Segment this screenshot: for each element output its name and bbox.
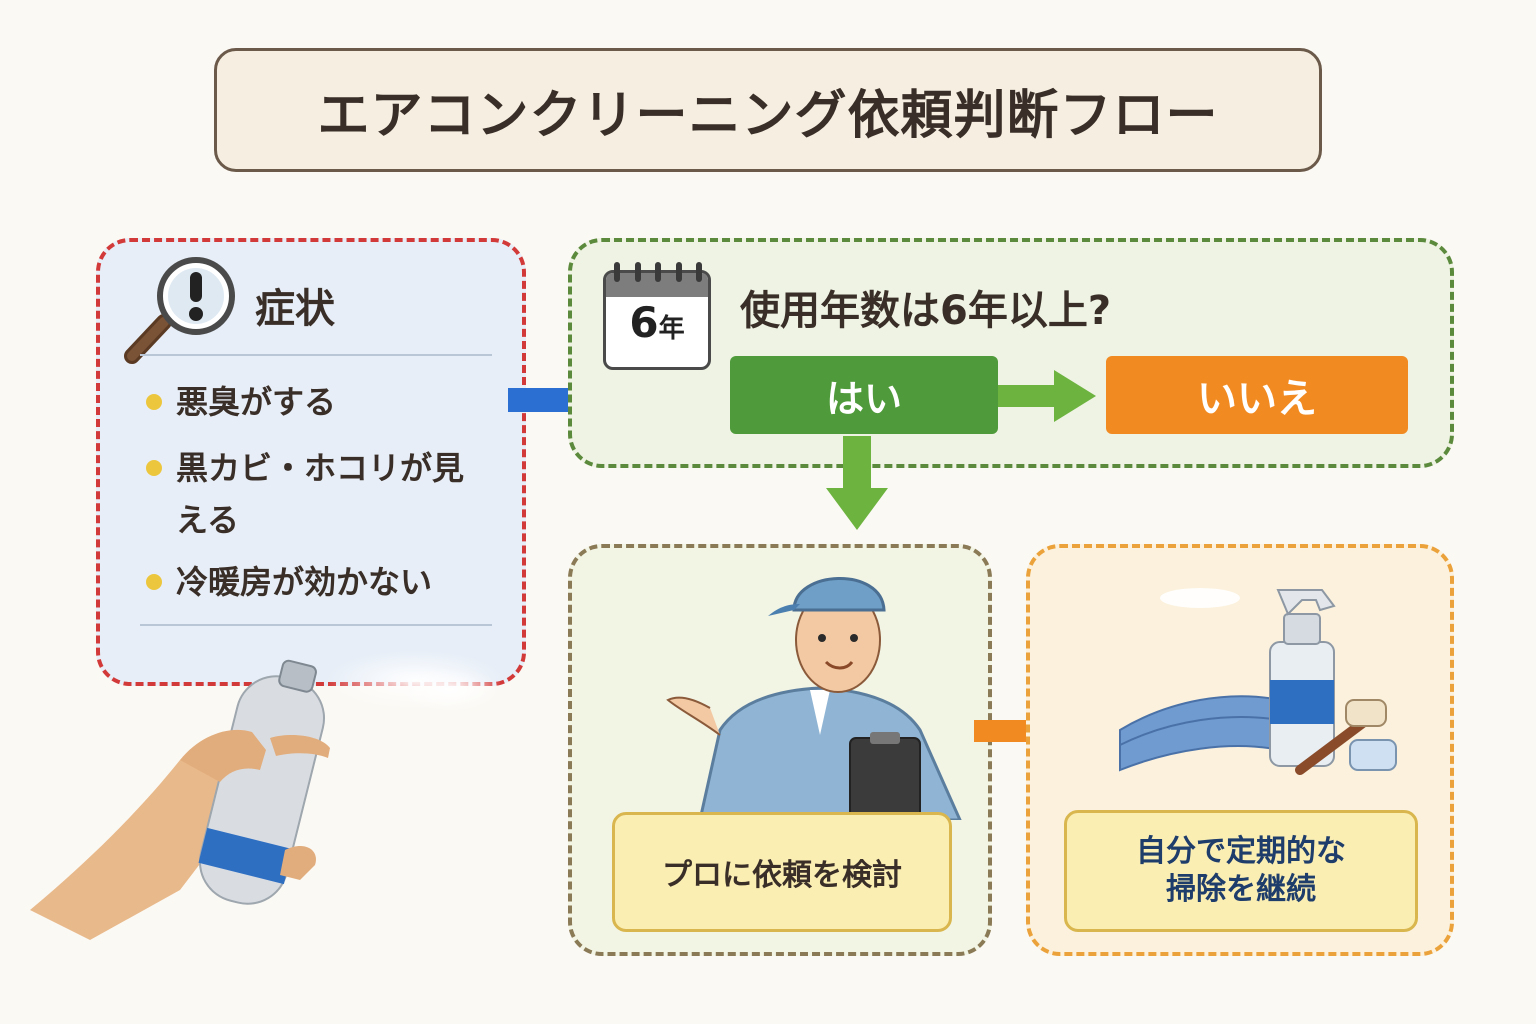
yes-label: はい [825, 376, 902, 421]
symptom-divider-top [140, 354, 492, 356]
no-button[interactable]: いいえ [1106, 356, 1408, 434]
no-label: いいえ [1197, 376, 1317, 422]
calendar-unit: 年 [658, 314, 685, 344]
symptom-item-mold: 黒カビ・ホコリが見える [176, 449, 465, 539]
yes-button[interactable]: はい [730, 356, 998, 434]
symptom-heading: 症状 [255, 286, 335, 332]
symptom-item-performance: 冷暖房が効かない [176, 563, 433, 601]
magnifier-exclamation-icon [124, 257, 235, 364]
spray-can-illustration [30, 650, 500, 940]
self-cleaning-text-line2: 掃除を継続 [1166, 872, 1316, 907]
cleaning-supplies-illustration [1119, 588, 1397, 775]
pro-result-text: プロに依頼を検討 [662, 858, 902, 893]
age-question-text: 使用年数は6年以上? [740, 288, 1112, 334]
calendar-number: 6 [629, 298, 659, 347]
symptom-item-odor: 悪臭がする [176, 383, 337, 421]
bullet-dot [146, 574, 162, 590]
title-box: エアコンクリーニング依頼判断フロー [214, 48, 1322, 172]
calendar-label: 6年 [603, 298, 711, 347]
technician-illustration [666, 577, 962, 820]
self-cleaning-label: 自分で定期的な 掃除を継続 [1064, 810, 1418, 932]
arrow-yes-to-no [998, 370, 1096, 422]
self-cleaning-text-line1: 自分で定期的な [1136, 834, 1346, 869]
bullet-dot [146, 460, 162, 476]
symptom-divider-bottom [140, 624, 492, 626]
arrow-down-to-pro [826, 436, 888, 530]
pro-result-label: プロに依頼を検討 [612, 812, 952, 932]
page-title: エアコンクリーニング依頼判断フロー [317, 85, 1219, 146]
calendar-rings [614, 262, 702, 282]
bullet-dot [146, 394, 162, 410]
